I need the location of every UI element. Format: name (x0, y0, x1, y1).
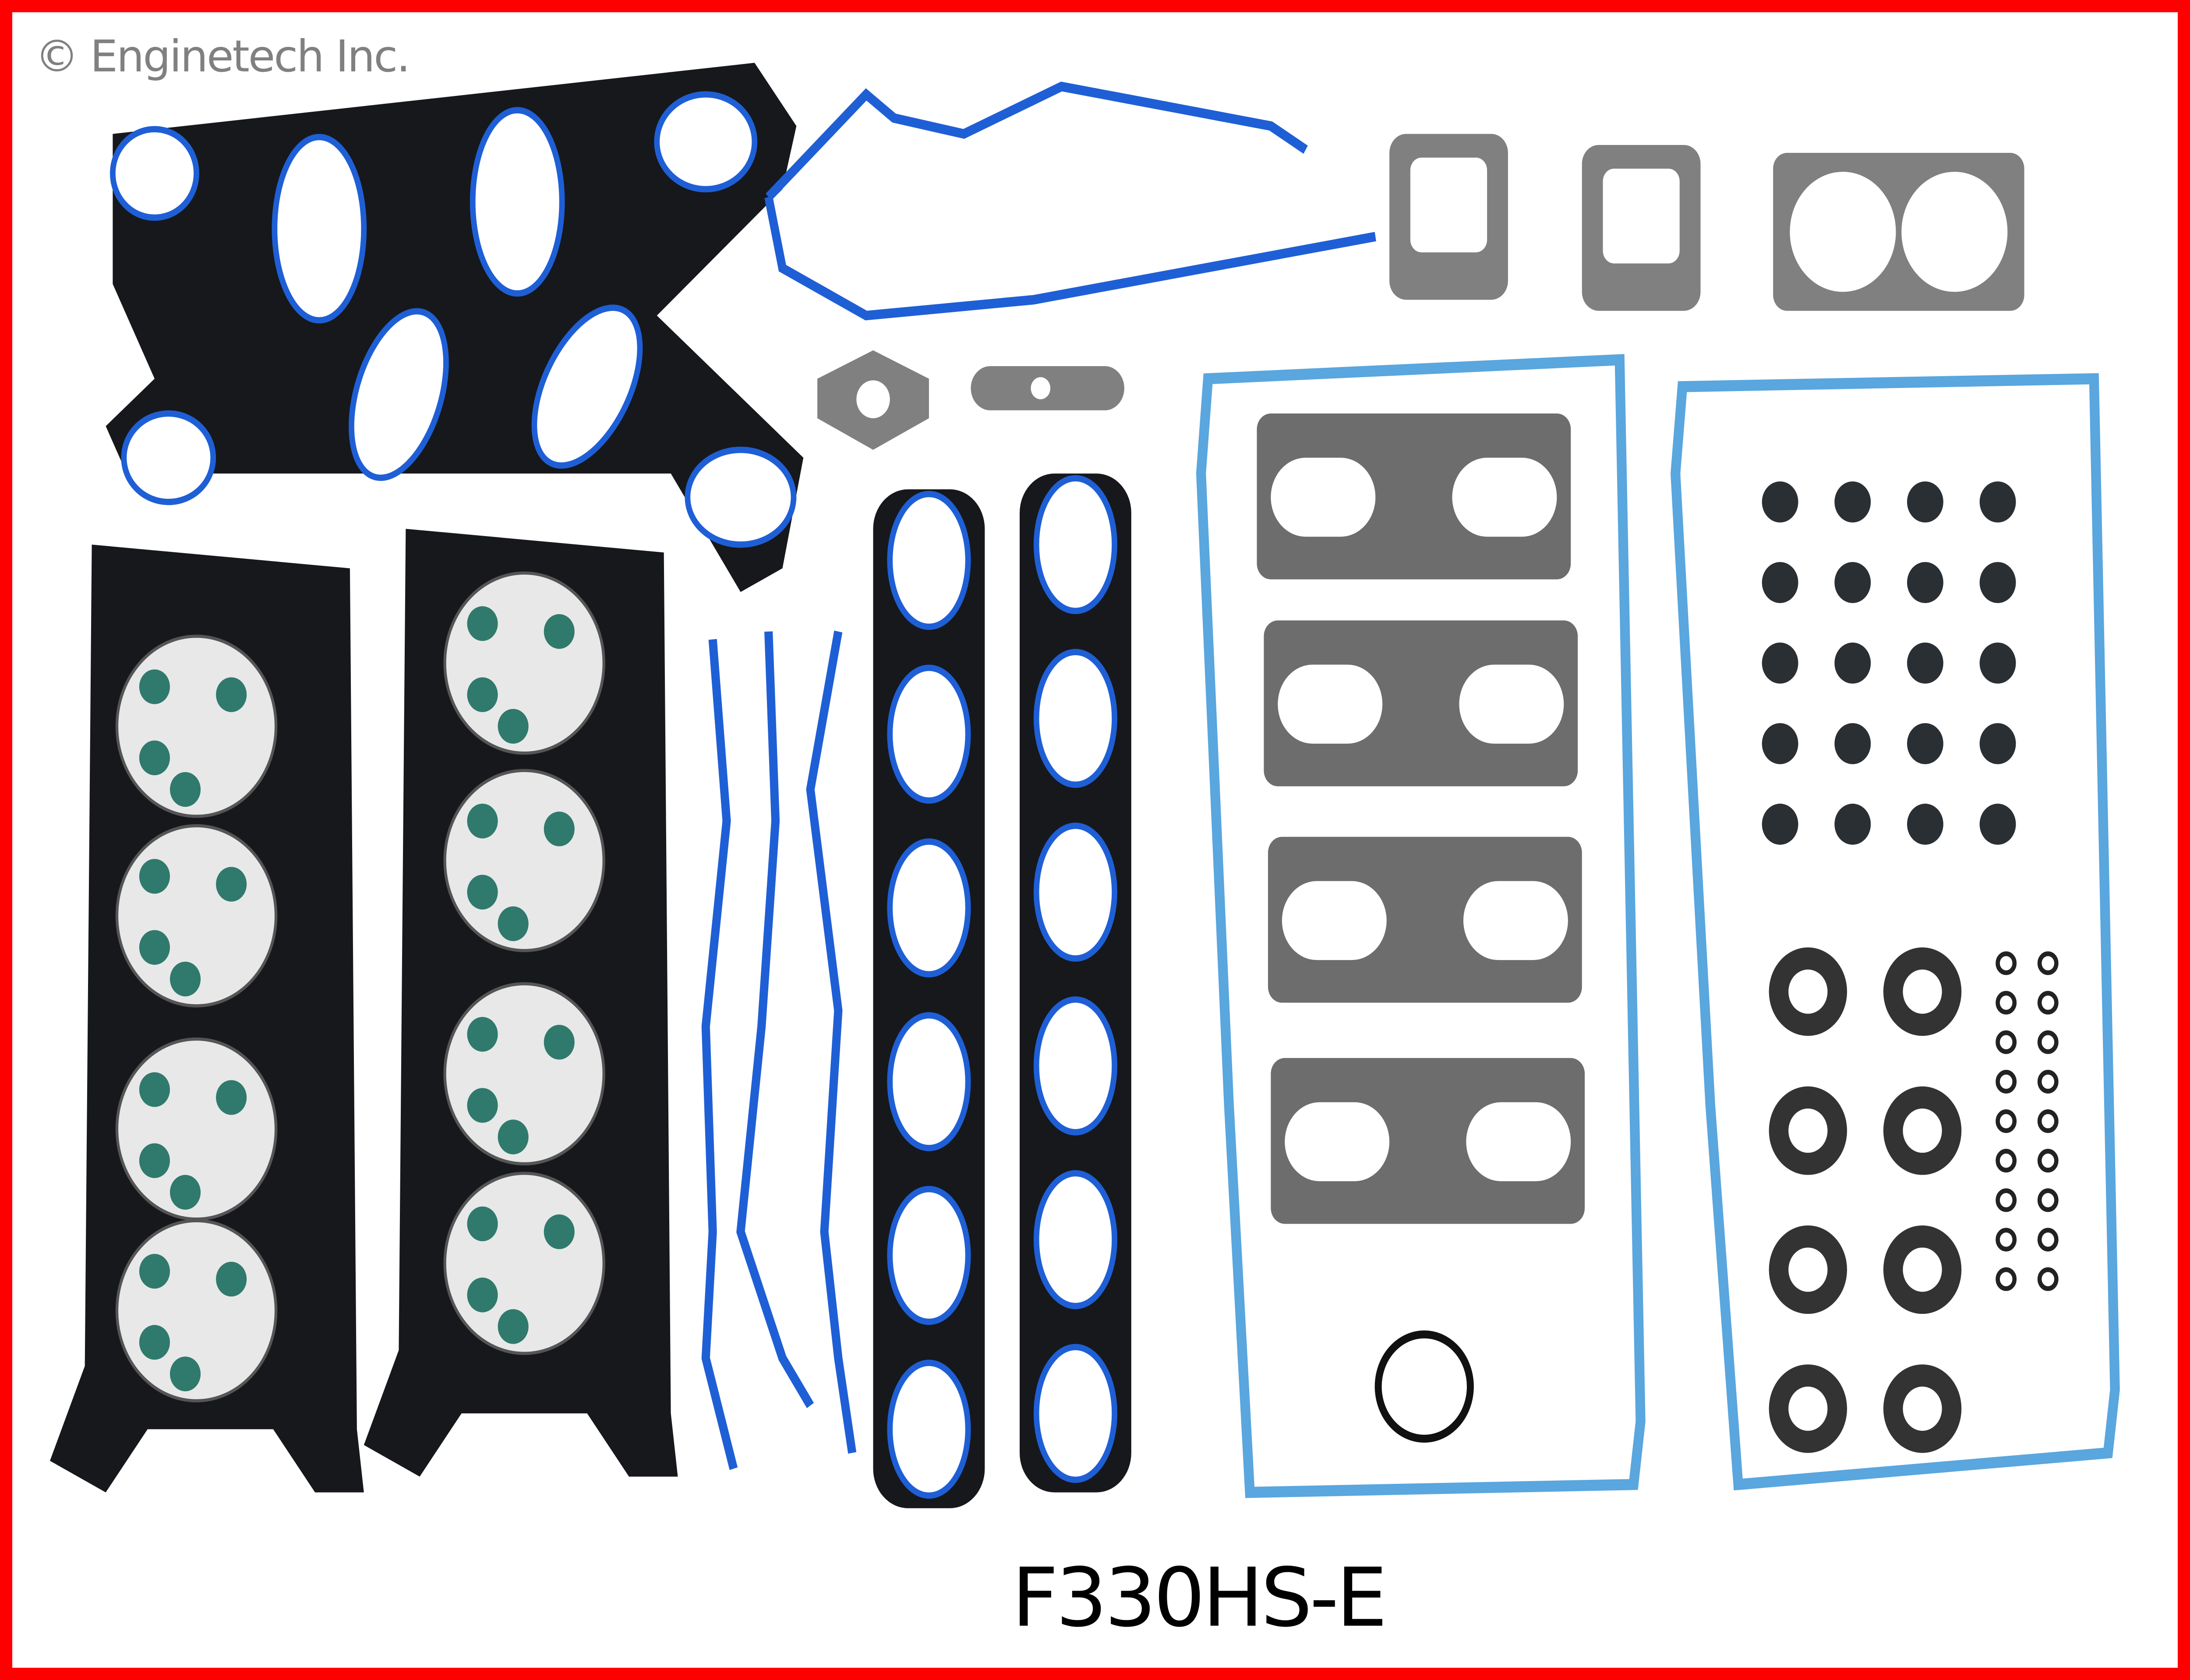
valve-stem-seal (1762, 804, 1798, 845)
valve-seal (216, 1080, 247, 1115)
valve-seal (170, 1175, 201, 1210)
valve-seal (139, 1143, 170, 1178)
valve-stem-seal (1907, 481, 1943, 523)
valve-seal (544, 812, 575, 847)
valve-seal (139, 669, 170, 704)
o-ring (2037, 1188, 2059, 1212)
o-ring (1996, 1149, 2017, 1173)
intake-plenum-gasket (106, 63, 804, 592)
valve-seal (498, 1119, 529, 1154)
o-ring (2037, 1228, 2059, 1252)
o-ring (1996, 1228, 2017, 1252)
o-ring (2037, 1267, 2059, 1291)
o-ring (2037, 1030, 2059, 1054)
intake-manifold-gasket (1019, 473, 1131, 1493)
o-ring (1996, 1030, 2017, 1054)
valve-seal (139, 740, 170, 776)
valve-seal (467, 606, 498, 641)
valve-seal (467, 1206, 498, 1242)
cylinder-head-gasket (364, 529, 678, 1477)
valve-seal (544, 1214, 575, 1249)
valve-seal (467, 875, 498, 910)
valve-seal (139, 1072, 170, 1107)
valve-stem-seal (1762, 481, 1798, 523)
o-ring (2037, 991, 2059, 1015)
valve-stem-seal (1907, 804, 1943, 845)
valve-stem-seal (1834, 804, 1871, 845)
part-number-label: F330HS-E (1012, 1550, 1388, 1645)
valve-stem-seal (1762, 562, 1798, 603)
exhaust-gasket (1271, 1058, 1585, 1224)
o-ring (2037, 1069, 2059, 1094)
valve-seal (467, 1088, 498, 1123)
valve-stem-seal (1979, 481, 2016, 523)
o-ring (1996, 1188, 2017, 1212)
timing-cover-gasket (764, 81, 1376, 321)
o-ring (1996, 951, 2017, 975)
exhaust-gasket (1268, 836, 1582, 1003)
o-ring (1996, 1267, 2017, 1291)
copyright-watermark: © Enginetech Inc. (35, 31, 410, 82)
exhaust-gasket (1257, 413, 1571, 579)
valve-seal (216, 677, 247, 712)
valve-stem-seal (1979, 723, 2016, 764)
valve-stem-seal (1762, 723, 1798, 764)
valve-seal (216, 1262, 247, 1297)
valve-stem-seal (1907, 642, 1943, 684)
valve-seal (170, 1356, 201, 1391)
valve-seal (170, 961, 201, 997)
o-ring (2037, 1149, 2059, 1173)
o-ring (2037, 951, 2059, 975)
valve-stem-seal (1834, 562, 1871, 603)
valve-seal (498, 906, 529, 941)
valve-seal (544, 1025, 575, 1060)
valve-seal (139, 1325, 170, 1360)
valve-seal (544, 614, 575, 649)
valve-stem-seal (1834, 481, 1871, 523)
valve-cover-gaskets (1196, 354, 2120, 1498)
valve-seal (498, 709, 529, 744)
valve-seal (467, 804, 498, 839)
valve-seal (467, 677, 498, 712)
valve-seal (467, 1278, 498, 1313)
valve-stem-seal (1762, 642, 1798, 684)
valve-stem-seal (1979, 804, 2016, 845)
water-pump-gaskets (701, 630, 857, 1470)
exhaust-gasket (1264, 620, 1578, 787)
o-ring (2037, 1109, 2059, 1133)
cylinder-head-gasket (50, 544, 364, 1493)
o-ring (1996, 1069, 2017, 1094)
valve-stem-seal (1907, 723, 1943, 764)
valve-seals-and-tube-seals (1762, 481, 2059, 1453)
valve-stem-seal (1979, 642, 2016, 684)
intake-manifold-gasket (873, 489, 985, 1508)
valve-stem-seal (1907, 562, 1943, 603)
valve-stem-seal (1834, 723, 1871, 764)
valve-seal (139, 859, 170, 894)
gasket-set-photo (50, 63, 2120, 1508)
throttle-body-gaskets (817, 134, 2024, 450)
exhaust-manifold-gaskets (1257, 413, 1585, 1224)
o-ring (1996, 991, 2017, 1015)
valve-seal (139, 930, 170, 965)
valve-seal (170, 772, 201, 807)
valve-seal (216, 867, 247, 902)
valve-stem-seal (1834, 642, 1871, 684)
valve-seal (467, 1016, 498, 1052)
valve-seal (139, 1254, 170, 1289)
o-ring (1996, 1109, 2017, 1133)
valve-stem-seal (1979, 562, 2016, 603)
valve-seal (498, 1309, 529, 1344)
